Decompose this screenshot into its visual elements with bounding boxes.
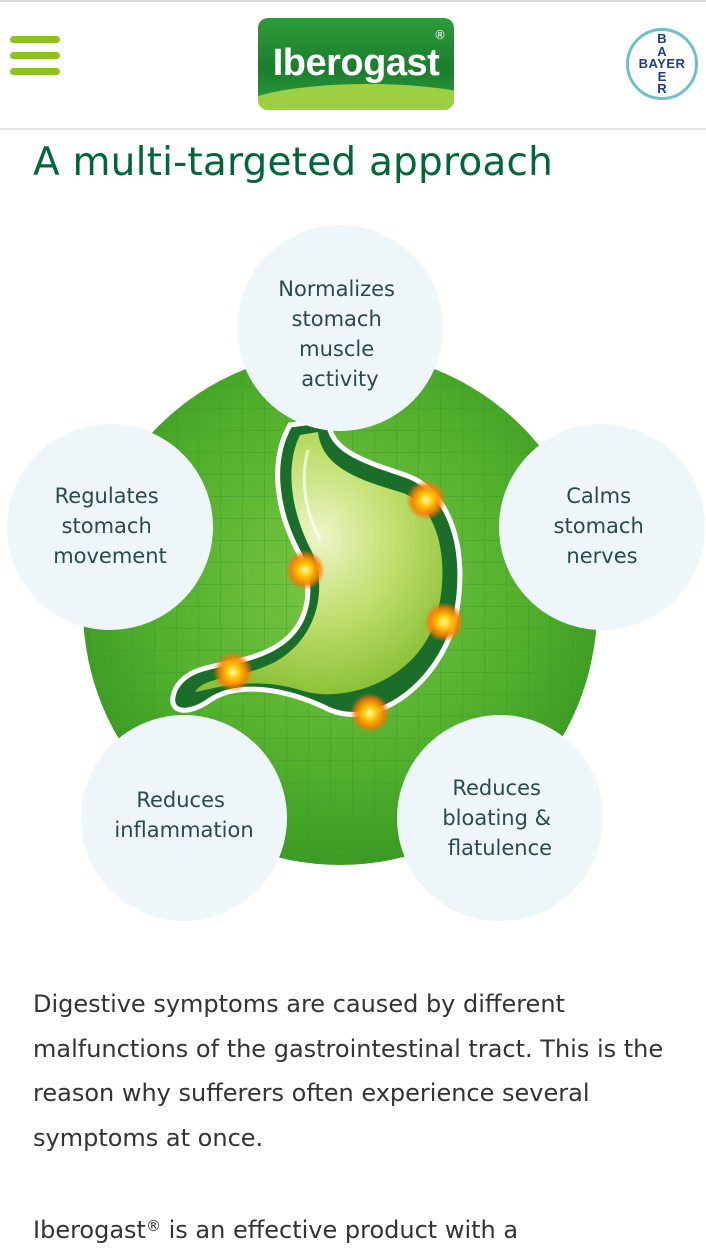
bayer-logo[interactable]: BAYER B A E R xyxy=(626,28,698,100)
logo-registered-mark: ® xyxy=(434,28,446,42)
svg-text:Reduces bloating &: Reduces bloating & flatulence xyxy=(442,776,557,860)
page-title: A multi-targeted approach xyxy=(33,140,554,185)
iberogast-logo[interactable]: Iberogast ® xyxy=(258,18,454,110)
svg-text:Normalizes stomach: Normalizes stomach muscle activity xyxy=(278,277,401,391)
site-header: Iberogast ® BAYER B A E R xyxy=(0,2,706,130)
activity-points xyxy=(213,480,464,733)
bubble-reduces-inflammation: Reduces inflammation xyxy=(81,715,287,921)
logo-text: Iberogast xyxy=(272,42,440,84)
product-paragraph: Iberogast® is an effective product with … xyxy=(33,1208,683,1253)
top-divider xyxy=(0,0,706,2)
svg-text:Regulates stomach: Regulates stomach movement xyxy=(53,484,167,568)
product-description: is an effective product with a xyxy=(160,1216,519,1244)
product-name: Iberogast xyxy=(33,1216,146,1244)
bubble-regulates-stomach-movement: Regulates stomach movement xyxy=(7,424,213,630)
bubble-calms-stomach-nerves: Calms stomach nerves xyxy=(499,424,705,630)
bayer-logo-vertical: B A E R xyxy=(657,31,667,97)
registered-mark: ® xyxy=(145,1217,161,1235)
bayer-logo-horizontal: BAYER xyxy=(638,56,686,71)
bubble-normalizes-muscle-activity: Normalizes stomach muscle activity xyxy=(237,225,443,431)
intro-paragraph: Digestive symptoms are caused by differe… xyxy=(33,990,664,1152)
bubble-reduces-bloating-flatulence: Reduces bloating & flatulence xyxy=(397,715,603,921)
hamburger-menu-icon[interactable] xyxy=(10,36,60,76)
logo-swoosh xyxy=(258,84,454,110)
multi-target-diagram: Normalizes stomach muscle activity Calms… xyxy=(7,225,705,921)
svg-text:Calms stomach: Calms stomach nerves xyxy=(554,484,651,568)
svg-text:Reduces inflammation: Reduces inflammation xyxy=(114,788,253,842)
